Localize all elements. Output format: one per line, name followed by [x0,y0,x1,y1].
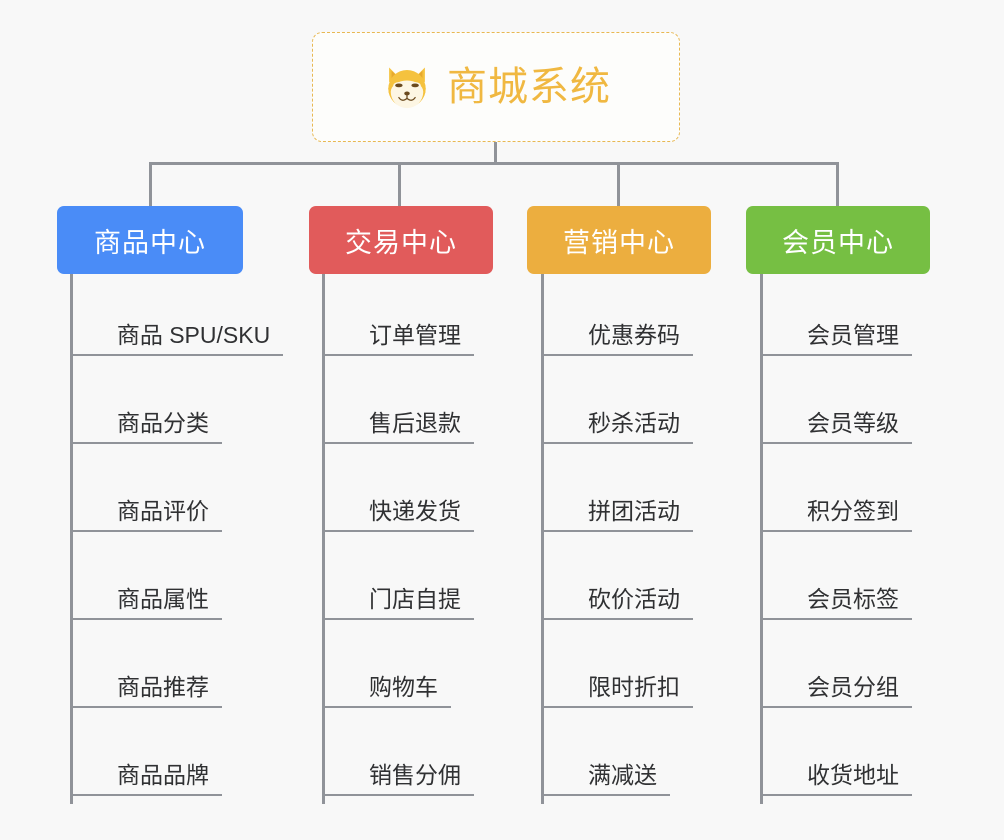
leaf-item[interactable]: 商品分类 [70,392,222,444]
root-title: 商城系统 [447,65,611,109]
connector-bus [149,162,839,165]
connector-drop-2 [398,162,401,206]
category-box-product[interactable]: 商品中心 [57,206,243,274]
leaf-item[interactable]: 会员管理 [760,304,912,356]
leaf-item[interactable]: 积分签到 [760,480,912,532]
leaf-item[interactable]: 商品 SPU/SKU [70,304,283,356]
leaf-item-label: 会员等级 [807,410,899,437]
leaf-item-label: 砍价活动 [588,586,680,613]
leaf-item-label: 快递发货 [369,498,461,525]
leaf-item[interactable]: 砍价活动 [541,568,693,620]
leaf-spine [760,274,763,804]
shiba-dog-face-icon [381,61,433,113]
leaf-item-label: 优惠券码 [588,322,680,349]
root-node[interactable]: 商城系统 [312,32,680,142]
leaf-item[interactable]: 会员分组 [760,656,912,708]
category-label: 商品中心 [94,227,206,258]
category-box-trade[interactable]: 交易中心 [309,206,493,274]
connector-root-stem [494,142,497,164]
leaf-item-label: 会员管理 [807,322,899,349]
leaf-item[interactable]: 商品品牌 [70,744,222,796]
leaf-item-label: 商品 SPU/SKU [116,322,271,349]
leaf-item-label: 收货地址 [807,762,899,789]
leaf-item[interactable]: 售后退款 [322,392,474,444]
leaf-item[interactable]: 优惠券码 [541,304,693,356]
leaf-item[interactable]: 商品评价 [70,480,222,532]
leaf-item[interactable]: 拼团活动 [541,480,693,532]
leaf-item-label: 商品推荐 [117,674,209,701]
leaf-item[interactable]: 订单管理 [322,304,474,356]
connector-drop-3 [617,162,620,206]
leaf-item[interactable]: 会员标签 [760,568,912,620]
leaf-item-label: 订单管理 [369,322,461,349]
connector-drop-1 [149,162,152,206]
category-box-marketing[interactable]: 营销中心 [527,206,711,274]
leaf-item[interactable]: 满减送 [541,744,670,796]
leaf-item[interactable]: 会员等级 [760,392,912,444]
leaf-item-label: 商品品牌 [117,762,209,789]
leaf-spine [70,274,73,804]
leaf-item-label: 会员标签 [807,586,899,613]
leaf-item[interactable]: 购物车 [322,656,451,708]
leaf-item-label: 商品评价 [117,498,209,525]
category-label: 营销中心 [563,227,675,258]
leaf-spine [541,274,544,804]
leaf-item-label: 秒杀活动 [588,410,680,437]
leaf-item-label: 售后退款 [369,410,461,437]
leaf-item-label: 商品属性 [117,586,209,613]
leaf-item-label: 限时折扣 [588,674,680,701]
leaf-item[interactable]: 限时折扣 [541,656,693,708]
category-label: 交易中心 [345,227,457,258]
leaf-item[interactable]: 收货地址 [760,744,912,796]
leaf-item[interactable]: 销售分佣 [322,744,474,796]
leaf-item-label: 会员分组 [807,674,899,701]
leaf-item[interactable]: 快递发货 [322,480,474,532]
leaf-spine [322,274,325,804]
leaf-item-label: 拼团活动 [588,498,680,525]
category-label: 会员中心 [782,227,894,258]
leaf-item-label: 购物车 [369,674,438,701]
leaf-item-label: 门店自提 [369,586,461,613]
leaf-item[interactable]: 秒杀活动 [541,392,693,444]
category-box-member[interactable]: 会员中心 [746,206,930,274]
leaf-item[interactable]: 商品属性 [70,568,222,620]
leaf-item-label: 商品分类 [117,410,209,437]
leaf-item-label: 满减送 [588,762,657,789]
leaf-item[interactable]: 门店自提 [322,568,474,620]
leaf-item[interactable]: 商品推荐 [70,656,222,708]
leaf-item-label: 积分签到 [807,498,899,525]
leaf-item-label: 销售分佣 [369,762,461,789]
connector-drop-4 [836,162,839,206]
